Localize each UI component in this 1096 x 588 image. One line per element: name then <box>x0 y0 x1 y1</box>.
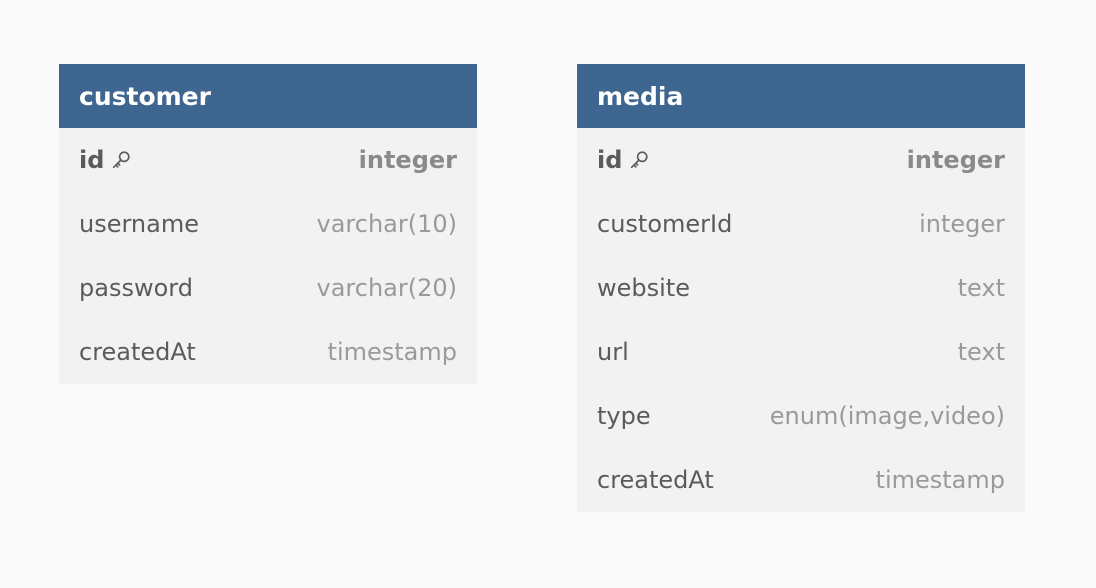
column-type: enum(image,video) <box>769 402 1005 430</box>
table-title: media <box>597 81 684 111</box>
table-row-url[interactable]: url text <box>577 320 1025 384</box>
column-type: integer <box>358 146 457 174</box>
table-header[interactable]: customer <box>59 64 477 128</box>
column-type: integer <box>919 210 1005 238</box>
table-row-id[interactable]: id integer <box>577 128 1025 192</box>
table-row-customerid[interactable]: customerId integer <box>577 192 1025 256</box>
column-name: createdAt <box>79 338 196 366</box>
table-customer[interactable]: customer id integer username varchar(10)… <box>59 64 477 384</box>
table-row-type[interactable]: type enum(image,video) <box>577 384 1025 448</box>
key-icon <box>110 149 132 171</box>
table-row-password[interactable]: password varchar(20) <box>59 256 477 320</box>
table-row-id[interactable]: id integer <box>59 128 477 192</box>
key-icon <box>628 149 650 171</box>
table-row-website[interactable]: website text <box>577 256 1025 320</box>
column-type: varchar(10) <box>316 210 458 238</box>
column-name: customerId <box>597 210 733 238</box>
column-type: varchar(20) <box>316 274 458 302</box>
table-row-username[interactable]: username varchar(10) <box>59 192 477 256</box>
column-name: url <box>597 338 629 366</box>
column-name: username <box>79 210 199 238</box>
column-type: text <box>957 274 1005 302</box>
column-type: text <box>957 338 1005 366</box>
column-type: integer <box>906 146 1005 174</box>
table-row-createdat[interactable]: createdAt timestamp <box>59 320 477 384</box>
column-name: id <box>79 146 105 174</box>
column-name: id <box>597 146 623 174</box>
table-header[interactable]: media <box>577 64 1025 128</box>
table-row-createdat[interactable]: createdAt timestamp <box>577 448 1025 512</box>
column-type: timestamp <box>875 466 1005 494</box>
column-name: password <box>79 274 193 302</box>
column-name: website <box>597 274 690 302</box>
column-type: timestamp <box>327 338 457 366</box>
column-name: createdAt <box>597 466 714 494</box>
table-title: customer <box>79 81 211 111</box>
table-media[interactable]: media id integer customerId integer webs… <box>577 64 1025 512</box>
column-name: type <box>597 402 651 430</box>
